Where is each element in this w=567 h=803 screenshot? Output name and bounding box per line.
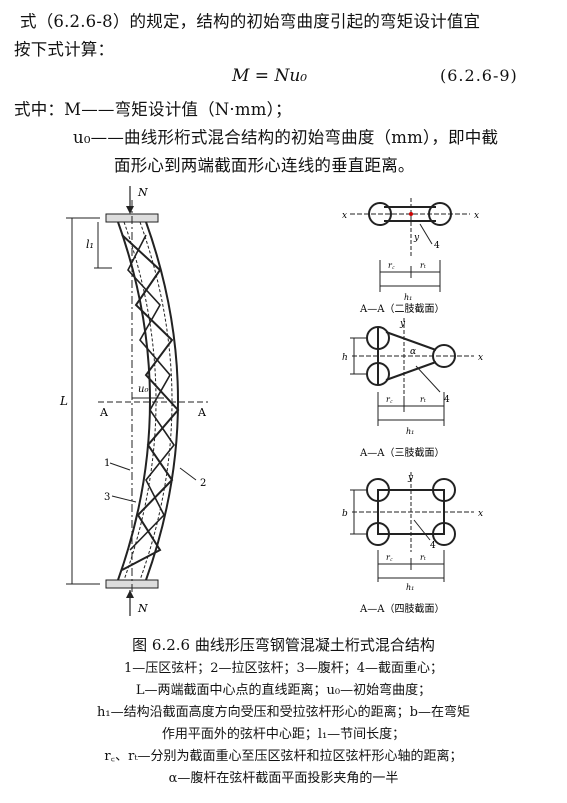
caption-line-4: 作用平面外的弦杆中心距；l₁—节间长度； xyxy=(161,727,406,742)
label-alpha: α xyxy=(410,347,416,357)
label-x-1: x xyxy=(342,211,347,221)
title-four-limb-section: A—A（四肢截面） xyxy=(359,602,444,615)
title-two-limb-section: A—A（二肢截面） xyxy=(359,302,444,315)
label-rt-3: rₜ xyxy=(420,553,426,562)
figure-drawing: N N l₁ L u₀ A A 1 2 3 x x y 4 r꜀ rₜ h₁ A… xyxy=(59,186,483,616)
caption-line-6: α—腹杆在弦杆截面平面投影夹角的一半 xyxy=(168,771,399,786)
label-b: b xyxy=(342,509,348,519)
label-3: 3 xyxy=(104,492,110,503)
label-rt-1: rₜ xyxy=(420,261,426,270)
label-h1-1: h₁ xyxy=(404,293,412,302)
title-three-limb-section: A—A（三肢截面） xyxy=(359,446,444,459)
label-N-top: N xyxy=(137,186,148,199)
label-L: L xyxy=(59,394,68,408)
label-l1: l₁ xyxy=(86,238,94,251)
compression-chord-left-inner xyxy=(123,221,157,581)
figure-caption-title: 图 6.2.6 曲线形压弯钢管混凝土桁式混合结构 xyxy=(132,636,435,654)
caption-line-3: h₁—结构沿截面高度方向受压和受拉弦杆形心的距离；b—在弯矩 xyxy=(97,705,470,720)
label-x-3: x xyxy=(478,353,483,363)
label-rc-1: r꜀ xyxy=(388,261,395,270)
equation-row: M = Nu₀ (6.2.6-9) xyxy=(0,66,567,90)
label-2: 2 xyxy=(200,478,206,489)
four-limb-section xyxy=(350,472,474,582)
label-x-2: x xyxy=(474,211,479,221)
label-A-right: A xyxy=(197,406,207,419)
u0-definition-line-2: 面形心到两端截面形心连线的垂直距离。 xyxy=(114,156,415,175)
label-y-3: y xyxy=(407,473,414,483)
label-y-2: y xyxy=(399,319,406,329)
equation-number: (6.2.6-9) xyxy=(440,66,518,85)
top-load-arrow-icon xyxy=(126,206,134,214)
label-N-bottom: N xyxy=(137,602,148,615)
caption-line-1: 1—压区弦杆；2—拉区弦杆；3—腹杆；4—截面重心； xyxy=(123,661,444,676)
label-u0: u₀ xyxy=(138,384,148,395)
label-A-left: A xyxy=(99,406,109,419)
label-rc-2: r꜀ xyxy=(386,395,393,404)
where-line: 式中：M——弯矩设计值（N·mm）； xyxy=(14,100,292,119)
label-4-1: 4 xyxy=(434,241,440,251)
compression-chord-left xyxy=(117,221,151,581)
body-text-line-1: 式（6.2.6-8）的规定，结构的初始弯曲度引起的弯矩设计值宜 xyxy=(20,12,481,31)
label-h1-2: h₁ xyxy=(406,427,414,436)
equation-formula: M = Nu₀ xyxy=(232,66,308,86)
bottom-load-arrow-icon xyxy=(126,590,134,598)
web-members xyxy=(121,234,180,571)
label-4-3: 4 xyxy=(430,541,436,551)
label-rc-3: r꜀ xyxy=(386,553,393,562)
label-h-1: h xyxy=(342,353,348,363)
tension-chord-right-inner xyxy=(139,221,173,581)
caption-line-2: L—两端截面中心点的直线距离；u₀—初始弯曲度； xyxy=(135,683,432,698)
label-4-2: 4 xyxy=(444,395,450,405)
u0-definition-line-1: u₀——曲线形桁式混合结构的初始弯曲度（mm），即中截 xyxy=(73,128,499,147)
label-x-4: x xyxy=(478,509,483,519)
caption-line-5: r꜀、rₜ—分别为截面重心至压区弦杆和拉区弦杆形心轴的距离； xyxy=(104,749,463,764)
label-h1-3: h₁ xyxy=(406,583,414,592)
figure-6-2-6: N N l₁ L u₀ A A 1 2 3 x x y 4 r꜀ rₜ h₁ A… xyxy=(0,180,567,625)
centroid-marker-icon xyxy=(409,212,413,216)
three-limb-section xyxy=(350,318,474,426)
body-text-line-2: 按下式计算： xyxy=(14,40,115,59)
label-rt-2: rₜ xyxy=(420,395,426,404)
web-members-cross xyxy=(127,234,175,551)
label-1: 1 xyxy=(104,458,110,469)
two-limb-section xyxy=(350,198,470,292)
label-y-1: y xyxy=(413,233,420,243)
